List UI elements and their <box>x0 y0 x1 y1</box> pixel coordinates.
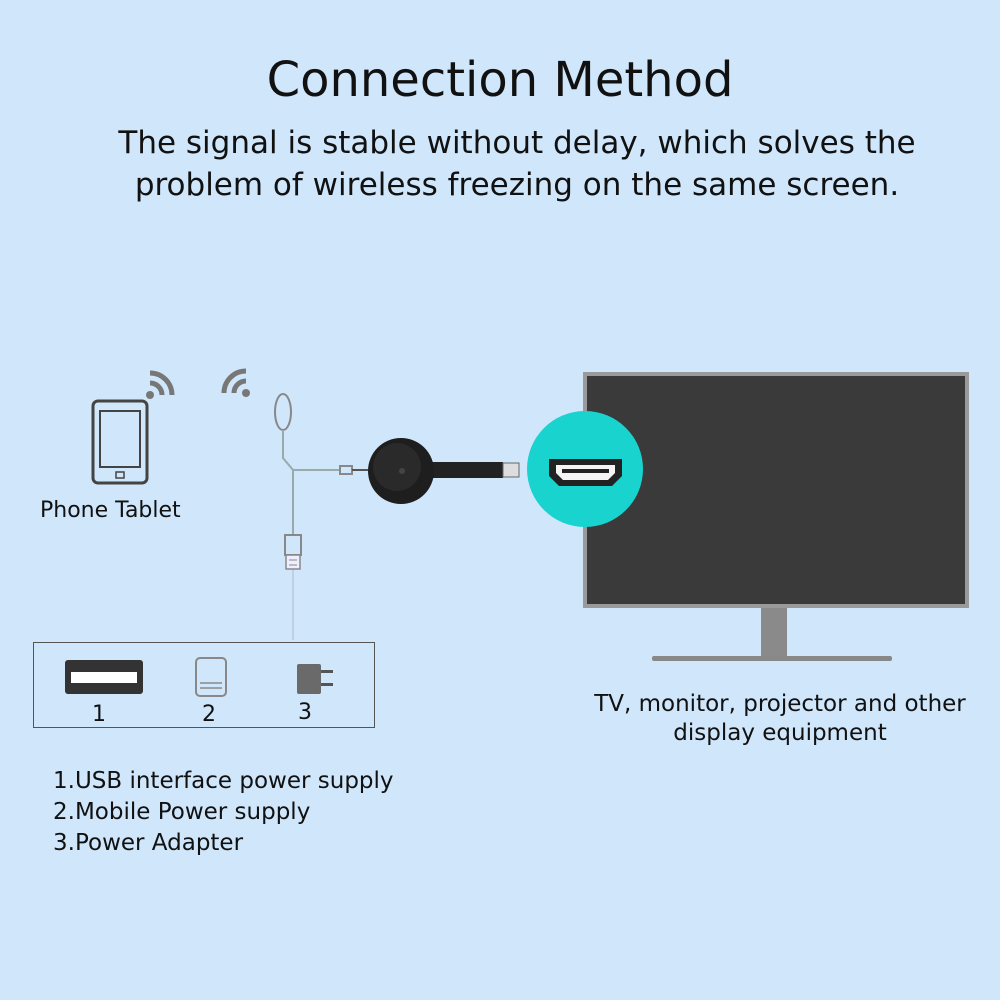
hdmi-port-icon <box>527 411 643 527</box>
usb-port-icon <box>65 660 143 694</box>
usb-plug-icon <box>284 534 302 570</box>
power-option-number-2: 2 <box>202 702 216 727</box>
power-option-number-1: 1 <box>92 702 106 727</box>
wifi-signal-icon-cable <box>221 368 250 397</box>
dongle-icon <box>368 438 520 504</box>
power-bank-icon <box>195 657 227 697</box>
page-subtitle: The signal is stable without delay, whic… <box>118 125 916 203</box>
power-legend: 1.USB interface power supply 2.Mobile Po… <box>53 766 394 859</box>
tablet-icon <box>91 399 149 485</box>
tv-icon <box>583 372 969 661</box>
source-label: Phone Tablet <box>40 498 181 523</box>
legend-item-usb: 1.USB interface power supply <box>53 768 394 794</box>
legend-item-adapter: 3.Power Adapter <box>53 830 244 856</box>
power-adapter-icon <box>297 664 333 694</box>
display-caption: TV, monitor, projector and other display… <box>594 691 966 746</box>
cable-icon <box>274 393 368 640</box>
power-option-number-3: 3 <box>298 700 312 725</box>
page-title: Connection Method <box>266 52 734 108</box>
power-options-box <box>33 642 375 728</box>
wifi-signal-icon <box>146 370 175 399</box>
legend-item-mobile-power: 2.Mobile Power supply <box>53 799 311 825</box>
